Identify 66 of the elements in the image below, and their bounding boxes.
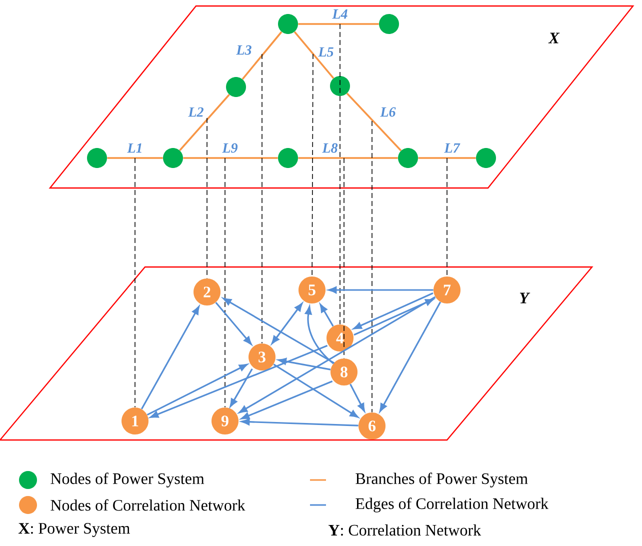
branch-line <box>418 157 476 159</box>
arrow <box>222 298 335 364</box>
network-node: 5 <box>298 276 326 304</box>
arrow <box>140 306 200 410</box>
leader-line <box>206 118 208 279</box>
branch-line <box>179 94 230 151</box>
branch-line <box>298 23 379 25</box>
arrow <box>353 292 434 330</box>
legend-text: Edges of Correlation Network <box>356 498 548 512</box>
bus-node <box>379 14 399 34</box>
legend-note: Y: Correlation Network <box>328 524 482 536</box>
network-node: 1 <box>122 408 148 434</box>
branch-line <box>294 31 334 79</box>
network-node: 4 <box>326 324 354 352</box>
network-node: 2 <box>194 278 220 306</box>
branch-line <box>183 157 278 159</box>
legend-text: Branches of Power System <box>356 472 528 488</box>
arrow <box>146 364 248 416</box>
branch-line <box>107 157 163 159</box>
bus-node <box>87 148 107 168</box>
arrow <box>238 296 436 414</box>
arrow <box>320 304 334 327</box>
bus-node <box>163 148 183 168</box>
arrow <box>328 286 434 294</box>
edge-label: L6 <box>380 107 396 117</box>
arrow <box>241 380 333 420</box>
legend-text: Nodes of Correlation Network <box>50 499 246 511</box>
branch-line <box>298 157 398 159</box>
arrow <box>354 298 434 336</box>
leader-line <box>134 158 136 408</box>
edge-label: L2 <box>188 107 204 117</box>
arrow <box>215 302 252 345</box>
bus-node <box>476 148 496 168</box>
network-node: 6 <box>358 412 386 440</box>
edge-label: L8 <box>322 143 338 153</box>
arrow <box>230 368 253 407</box>
bus-node <box>226 77 246 97</box>
branch-line <box>346 92 402 152</box>
arrow <box>305 306 334 364</box>
edge-label: L9 <box>222 143 238 153</box>
arrow <box>150 344 328 418</box>
arrow <box>273 364 358 418</box>
edge-label: L4 <box>332 9 348 19</box>
leader-line <box>224 158 226 408</box>
arrow <box>278 358 331 370</box>
bus-node <box>278 148 298 168</box>
network-node: 9 <box>212 408 238 434</box>
bus-node <box>330 76 350 96</box>
arrow <box>379 302 442 412</box>
arrow <box>350 384 365 412</box>
arrow <box>271 302 303 344</box>
bus-node <box>398 148 418 168</box>
branch-line <box>242 31 282 80</box>
legend-text: Nodes of Power System <box>50 472 204 488</box>
edge-label: L5 <box>318 47 334 57</box>
network-node: 7 <box>434 276 460 304</box>
edge-label: L3 <box>236 45 252 55</box>
edge-label: L7 <box>444 143 460 153</box>
bus-node <box>278 14 298 34</box>
leader-line <box>446 158 448 277</box>
edge-label: L1 <box>127 143 142 153</box>
leader-line <box>312 54 314 277</box>
network-node: 8 <box>330 358 358 386</box>
network-node: 3 <box>248 344 276 370</box>
legend-note: X: Power System <box>18 523 130 538</box>
arrow <box>241 418 358 426</box>
